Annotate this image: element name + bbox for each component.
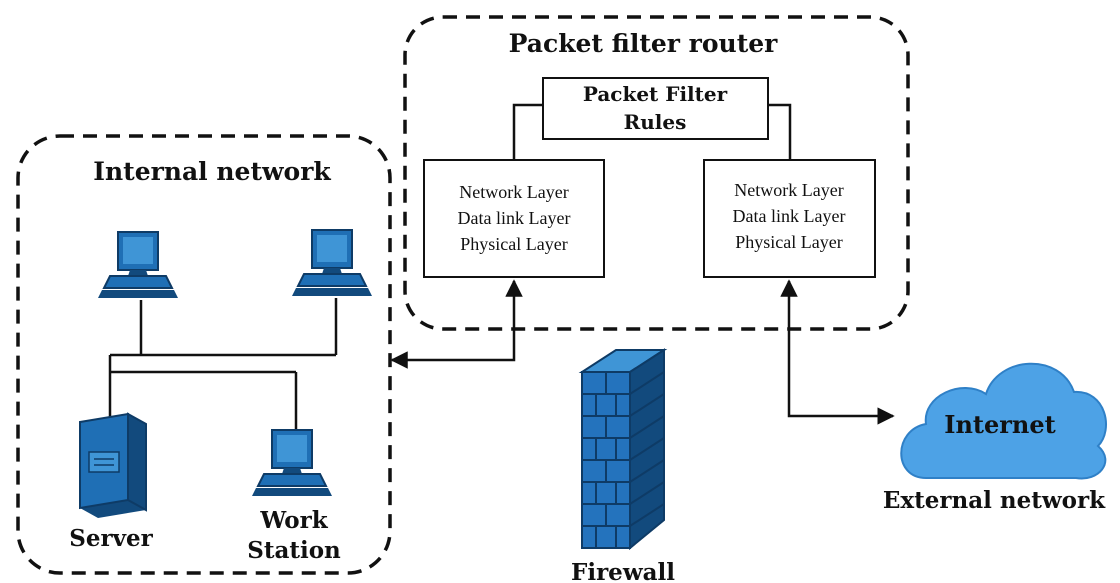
packet-filter-router-title: Packet filter router <box>509 29 779 58</box>
right-layer-stack-box <box>703 159 876 278</box>
rules-to-right-stack-connector <box>768 103 792 160</box>
workstation-computer-icon <box>252 429 332 496</box>
packet-filter-rules-label-line2: Rules <box>624 110 687 134</box>
firewall-icon <box>578 348 668 551</box>
firewall-label: Firewall <box>571 559 675 583</box>
workstation-label-line1: Work <box>259 507 328 534</box>
desktop-computer-2-icon <box>292 229 372 296</box>
router-to-internet-arrow <box>780 279 895 425</box>
left-stack-network-layer: Network Layer <box>459 182 568 202</box>
packet-filter-rules-label-line1: Packet Filter <box>583 82 728 106</box>
server-label: Server <box>69 525 153 552</box>
right-stack-data-link-layer: Data link Layer <box>733 206 846 226</box>
left-layer-stack-box <box>423 159 605 278</box>
workstation-label-line2: Station <box>247 537 341 564</box>
rules-to-left-stack-connector <box>512 103 543 160</box>
internal-to-router-arrow <box>390 279 523 369</box>
internet-label: Internet <box>944 410 1055 439</box>
internal-network-title: Internal network <box>93 157 331 186</box>
left-stack-physical-layer: Physical Layer <box>460 234 567 254</box>
packet-filter-router-boundary <box>403 15 910 331</box>
packet-filter-rules-box <box>542 77 769 140</box>
internal-network-boundary <box>16 134 392 575</box>
server-icon <box>79 412 147 518</box>
internet-cloud-icon <box>900 362 1107 480</box>
right-stack-network-layer: Network Layer <box>734 180 843 200</box>
left-stack-data-link-layer: Data link Layer <box>458 208 571 228</box>
external-network-label: External network <box>883 487 1106 514</box>
right-stack-physical-layer: Physical Layer <box>735 232 842 252</box>
desktop-computer-1-icon <box>98 231 178 298</box>
